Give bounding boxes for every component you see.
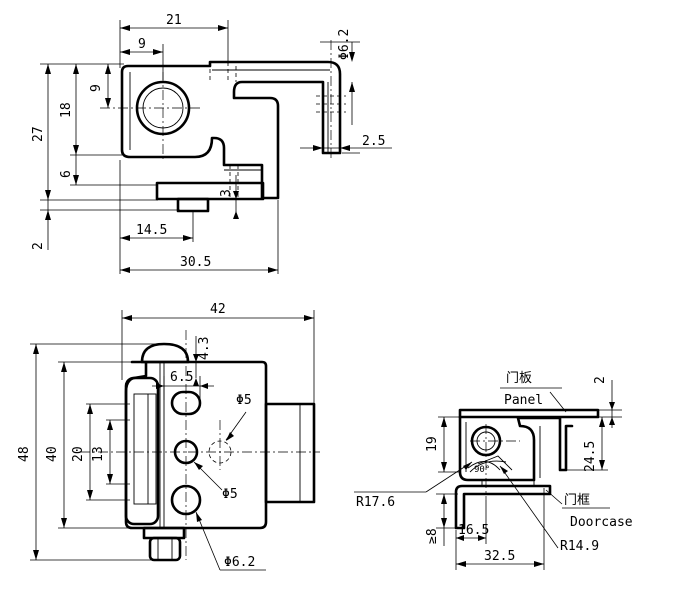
- dim-90: 90°: [474, 465, 490, 475]
- dim-32-5: 32.5: [484, 549, 515, 564]
- dim-r14-9: R14.9: [560, 539, 599, 554]
- dim-phi6-2-top: Φ6.2: [337, 29, 352, 60]
- dim-6: 6: [59, 170, 74, 178]
- dim-4-3: 4.3: [197, 337, 212, 360]
- dim-30-5: 30.5: [180, 255, 211, 270]
- dim-2-top: 2: [31, 242, 46, 250]
- dim-9-left: 9: [89, 84, 104, 92]
- dim-18: 18: [59, 102, 74, 118]
- dim-phi6-2-front: Φ6.2: [224, 555, 255, 570]
- dim-14-5: 14.5: [136, 223, 167, 238]
- top-view-outline: [120, 60, 342, 200]
- dim-13: 13: [91, 446, 106, 462]
- dim-27: 27: [31, 126, 46, 142]
- install-door-panel: [458, 408, 600, 419]
- front-view-right-boss: [264, 402, 316, 504]
- label-doorcase-en: Doorcase: [570, 515, 633, 530]
- dim-48: 48: [17, 446, 32, 462]
- dim-r17-6: R17.6: [356, 495, 395, 510]
- dim-phi5-upper: Φ5: [222, 487, 238, 502]
- top-view-pin: [176, 197, 210, 213]
- dim-40: 40: [45, 446, 60, 462]
- dim-20: 20: [71, 446, 86, 462]
- dim-2-install: 2: [593, 376, 608, 384]
- install-hinge-body: [458, 415, 574, 482]
- front-view: 42 4.3 6.5 Φ5 Φ5 Φ6.2 48 40 20: [17, 302, 320, 571]
- top-view-plate: [155, 181, 265, 201]
- dim-19: 19: [425, 436, 440, 452]
- dim-42: 42: [210, 302, 226, 317]
- dim-2-5: 2.5: [362, 134, 385, 149]
- dim-24-5: 24.5: [583, 441, 598, 472]
- dim-3: 3: [219, 189, 234, 197]
- label-panel-cn: 门板: [506, 371, 532, 386]
- dim-16-5: 16.5: [458, 523, 489, 538]
- label-panel-en: Panel: [504, 393, 543, 408]
- top-view: 21 9 Φ6.2 9 18 27 6 2 3: [31, 13, 392, 274]
- front-view-bolt: [148, 536, 182, 562]
- dim-ge-8: ≥8: [425, 528, 440, 544]
- dim-9-top: 9: [138, 37, 146, 52]
- label-doorcase-cn: 门框: [564, 493, 590, 508]
- front-view-left-plate: [124, 376, 160, 526]
- installation-view: 门板 Panel 2 24.5 19 90° R17.6 R14.9: [354, 371, 633, 570]
- front-view-top-ear: [140, 342, 190, 364]
- dim-6-5: 6.5: [170, 370, 193, 385]
- front-view-bolt-head: [142, 526, 186, 540]
- dim-phi5-hidden: Φ5: [236, 393, 252, 408]
- install-door-frame: [454, 484, 552, 530]
- dim-21: 21: [166, 13, 182, 28]
